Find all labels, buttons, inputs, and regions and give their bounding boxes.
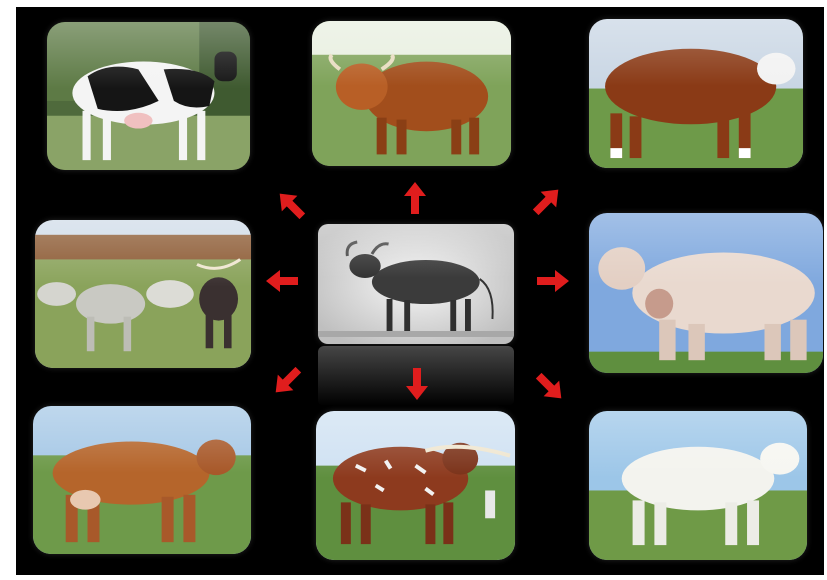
arrow-down-left-icon [267, 361, 307, 401]
arrow-up-icon [395, 178, 435, 218]
illustration-ancestral-aurochs [318, 224, 514, 344]
arrow-right-icon [533, 261, 573, 301]
arrow-down-right-icon [530, 367, 570, 407]
breeds-figure [16, 7, 824, 575]
photo-black-white-dairy-cow [47, 22, 250, 170]
photo-grey-longhorn-herd [35, 220, 251, 368]
photo-speckled-longhorn-bull [316, 411, 515, 560]
photo-muscular-white-bull [589, 213, 823, 373]
arrow-left-icon [262, 261, 302, 301]
photo-red-bull-white-face [589, 19, 803, 168]
arrow-up-right-icon [527, 181, 567, 221]
photo-brown-dairy-cow [33, 406, 251, 554]
arrow-down-icon [397, 364, 437, 404]
photo-white-charolais-bull [589, 411, 807, 560]
arrow-up-left-icon [271, 185, 311, 225]
photo-shaggy-highland-cattle [312, 21, 511, 166]
